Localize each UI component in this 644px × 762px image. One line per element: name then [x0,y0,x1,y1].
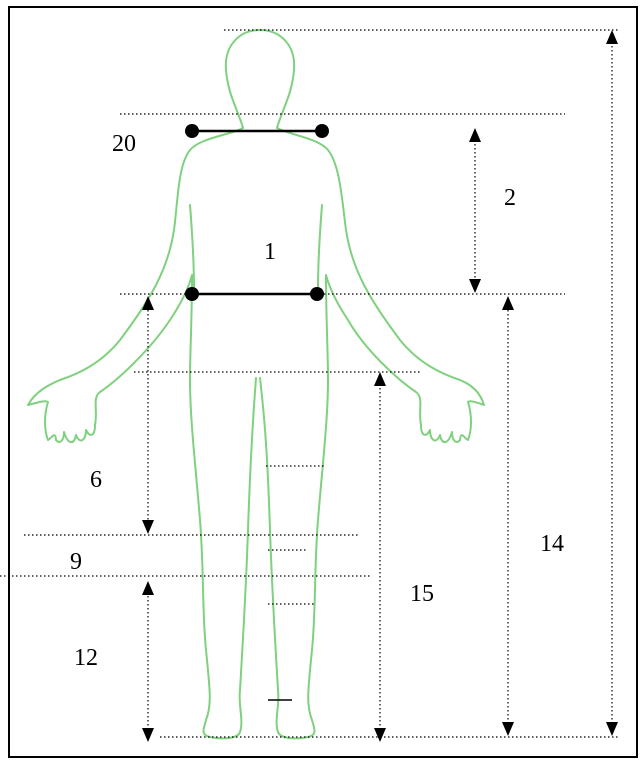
head-outline [226,30,294,128]
arrow-12-top [142,581,154,595]
label-knee-section: 9 [70,550,82,574]
arrow-12-bottom [142,728,154,742]
reference-lines [0,30,620,737]
arrow-total-top [606,30,618,44]
arrow-15-bottom [374,728,386,742]
width-measurements [185,124,329,700]
shoulder-left-dot [185,124,199,138]
arrow-6-top [142,296,154,310]
arrow-14-top [502,296,514,310]
arrow-2-bottom [469,279,481,293]
waist-left-dot [185,287,199,301]
label-shoulder-to-waist: 2 [504,186,516,210]
label-lower-leg: 12 [74,646,98,670]
label-waist-to-floor: 14 [540,532,564,556]
label-crotch-to-floor: 15 [410,582,434,606]
right-inner-arm [318,205,322,290]
arrow-14-bottom [502,722,514,736]
arrow-15-top [374,372,386,386]
waist-right-dot [310,287,324,301]
body-outline [28,30,484,738]
label-shoulder-width: 20 [112,132,136,156]
label-waist-to-knee: 6 [90,468,102,492]
arrow-2-top [469,128,481,142]
label-waist-width: 1 [264,240,276,264]
left-body-outline [28,128,256,738]
arrow-6-bottom [142,520,154,534]
right-body-outline [260,128,484,738]
arrow-total-bottom [606,722,618,736]
shoulder-right-dot [315,124,329,138]
